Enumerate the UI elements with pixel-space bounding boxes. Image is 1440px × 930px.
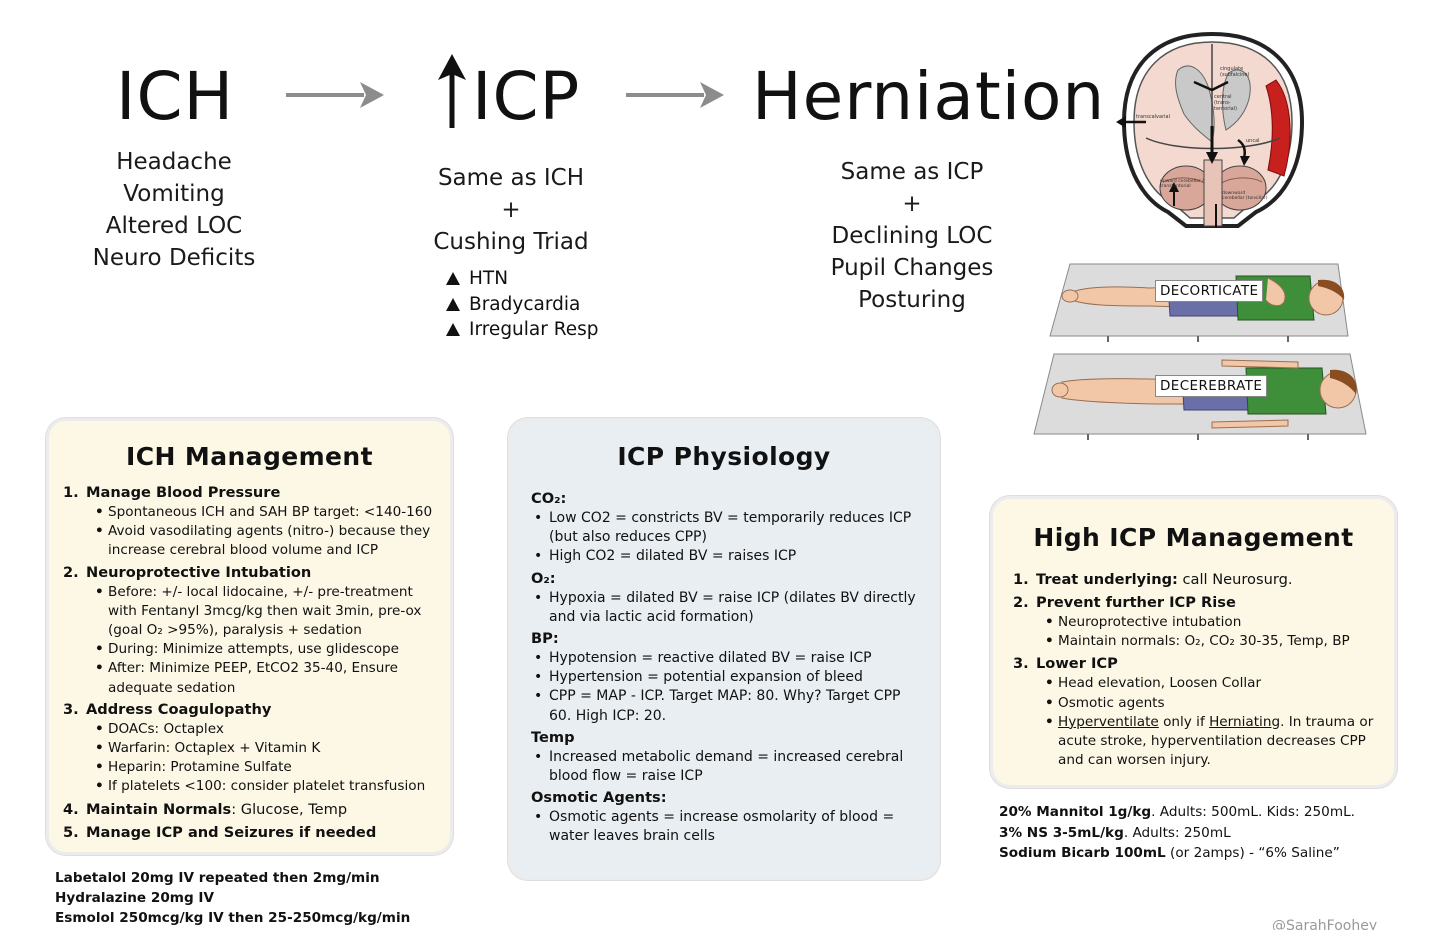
svg-text:central: central [1214,94,1231,100]
drug-item: Hydralazine 20mg IV [55,890,215,906]
herniation-title: Herniation [752,58,1106,135]
section-heading: 1.Manage Blood Pressure [63,484,281,501]
drug-item: Esmolol 250mcg/kg IV then 25-250mcg/kg/m… [55,910,411,926]
symptom-item: Neuro Deficits [92,245,256,271]
dose-line: Sodium Bicarb 100mL (or 2amps) - “6% Sal… [999,845,1340,861]
svg-text:downward: downward [1222,190,1245,196]
plus-sign: + [501,197,521,223]
section-heading: BP: [531,630,559,648]
list-item: Avoid vasodilating agents (nitro-) becau… [63,522,442,560]
list-item: Osmotic agents = increase osmolarity of … [531,808,917,846]
hern-same-text: Same as ICP [840,159,984,185]
svg-text:(trans-: (trans- [1214,100,1231,106]
list-item: Heparin: Protamine Sulfate [63,758,442,777]
up-arrow-icon [438,54,466,128]
list-item: Maintain normals: O₂, CO₂ 30-35, Temp, B… [1013,632,1386,651]
section-heading: O₂: [531,569,556,587]
cushing-item: HTN [446,266,599,292]
section-heading: 3.Lower ICP [1013,655,1118,673]
card-title: ICH Management [126,442,373,471]
symptom-item: Altered LOC [105,213,243,239]
list-item: Osmotic agents [1013,694,1386,713]
list-item: After: Minimize PEEP, EtCO2 35-40, Ensur… [63,659,442,697]
plus-sign: + [902,191,922,217]
svg-text:tentorial): tentorial) [1214,106,1237,112]
section-heading: Osmotic Agents: [531,789,667,807]
triangle-up-icon [446,323,460,336]
icp-same-text: Same as ICH [437,165,585,191]
svg-text:uncal: uncal [1246,138,1260,144]
ich-symptoms: Headache Vomiting Altered LOC Neuro Defi… [74,146,274,274]
section-heading: 5.Manage ICP and Seizures if needed [63,823,377,841]
decerebrate-label: DECEREBRATE [1155,375,1268,397]
section-heading: Temp [531,728,575,746]
card-title: High ICP Management [1033,523,1354,552]
arrow-right-icon [626,82,724,108]
high-icp-management-card: High ICP Management 1.Treat underlying: … [990,496,1397,788]
cushing-triad-list: HTN Bradycardia Irregular Resp [446,266,599,343]
cushing-triad-heading: Cushing Triad [433,229,589,255]
author-credit: @SarahFoohey [1272,918,1378,930]
list-item: Hyperventilate only if Herniating. In tr… [1013,713,1386,771]
icp-symptoms: Same as ICH + Cushing Triad [410,162,612,258]
section-heading: 1.Treat underlying: call Neurosurg. [1013,571,1293,588]
symptom-item: Headache [116,149,232,175]
section-heading: CO₂: [531,490,567,507]
svg-text:upward cerebellar /: upward cerebellar / [1160,178,1204,184]
triangle-up-icon [446,272,460,285]
list-item: Warfarin: Octaplex + Vitamin K [63,739,442,758]
section-heading: 4.Maintain Normals: Glucose, Temp [63,800,348,818]
svg-text:(subfalcine): (subfalcine) [1220,72,1249,78]
list-item: Head elevation, Loosen Collar [1013,674,1386,693]
section-heading: 2.Neuroprotective Intubation [63,563,312,581]
hern-item: Pupil Changes [830,255,994,281]
svg-text:transcalvarial: transcalvarial [1136,114,1170,120]
icp-physiology-card: ICP Physiology CO₂: Low CO2 = constricts… [508,418,940,880]
drug-item: Labetalol 20mg IV repeated then 2mg/min [55,870,380,886]
symptom-item: Vomiting [123,181,225,207]
herniation-symptoms: Same as ICP + Declining LOC Pupil Change… [812,156,1012,316]
hern-item: Posturing [858,287,966,313]
dose-line: 3% NS 3-5mL/kg. Adults: 250mL [999,824,1231,841]
list-item: Spontaneous ICH and SAH BP target: <140-… [63,503,442,522]
icp-title: ICP [472,58,581,135]
list-item: High CO2 = dilated BV = raises ICP [531,547,917,566]
section-heading: 2.Prevent further ICP Rise [1013,594,1236,611]
svg-text:cerebellar (tonsillar): cerebellar (tonsillar) [1222,195,1268,201]
section-heading: 3.Address Coagulopathy [63,700,272,718]
osmotic-dosing: 20% Mannitol 1g/kg. Adults: 500mL. Kids:… [999,802,1355,864]
svg-text:transtentorial: transtentorial [1160,183,1191,189]
brain-herniation-diagram: cingulate (subfalcine) central (trans- t… [1116,31,1305,228]
triangle-up-icon [446,297,460,311]
hern-item: Declining LOC [831,223,993,249]
list-item: If platelets <100: consider platelet tra… [63,777,442,796]
list-item: Low CO2 = constricts BV = temporarily re… [531,509,917,547]
bp-drug-list: Labetalol 20mg IV repeated then 2mg/min … [55,868,410,928]
list-item: Neuroprotective intubation [1013,613,1386,632]
decorticate-label: DECORTICATE [1155,280,1264,302]
list-item: CPP = MAP - ICP. Target MAP: 80. Why? Ta… [531,687,917,725]
ich-management-card: ICH Management 1.Manage Blood Pressure S… [46,418,453,855]
list-item: Increased metabolic demand = increased c… [531,748,917,786]
dose-line: 20% Mannitol 1g/kg. Adults: 500mL. Kids:… [999,804,1355,820]
list-item: During: Minimize attempts, use glidescop… [63,640,442,659]
ich-title: ICH [116,58,235,135]
list-item: Hypoxia = dilated BV = raise ICP (dilate… [531,589,917,627]
list-item: Before: +/- local lidocaine, +/- pre-tre… [63,583,442,641]
list-item: Hypotension = reactive dilated BV = rais… [531,649,917,668]
card-title: ICP Physiology [617,442,831,471]
arrow-right-icon [286,82,384,108]
list-item: Hypertension = potential expansion of bl… [531,668,917,687]
cushing-item: Irregular Resp [446,317,599,343]
cushing-item: Bradycardia [446,292,599,318]
svg-text:cingulate: cingulate [1220,66,1243,72]
list-item: DOACs: Octaplex [63,720,442,739]
